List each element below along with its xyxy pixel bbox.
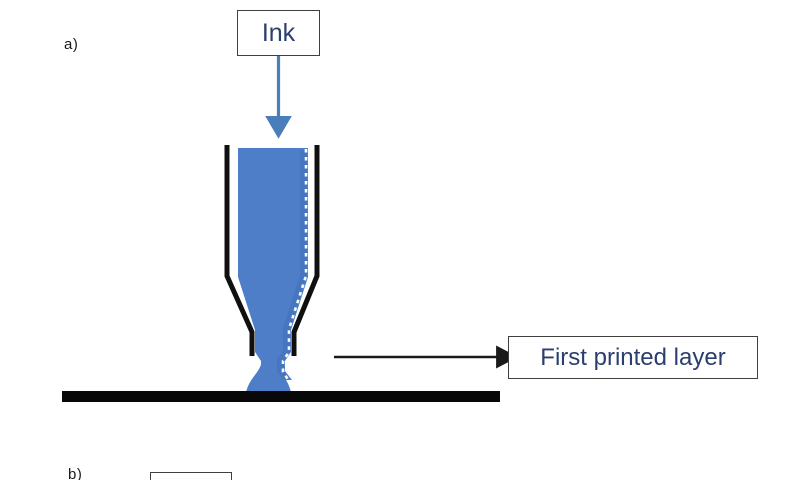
nozzle-body	[224, 145, 320, 356]
panel-b-label-box	[150, 472, 232, 480]
extruded-ink-bead	[246, 358, 291, 392]
ink-label-box: Ink	[237, 10, 320, 56]
ink-fill-body	[238, 148, 308, 380]
first-printed-layer-label-text: First printed layer	[540, 343, 726, 371]
ink-meniscus-dashed	[281, 149, 308, 382]
ink-shading	[277, 150, 307, 379]
panel-label-b: b)	[68, 466, 83, 480]
substrate-bar	[62, 391, 500, 402]
first-printed-layer-label-box: First printed layer	[508, 336, 758, 379]
panel-label-a: a)	[64, 36, 79, 53]
ink-label-text: Ink	[261, 18, 296, 47]
ink-column	[238, 148, 308, 392]
